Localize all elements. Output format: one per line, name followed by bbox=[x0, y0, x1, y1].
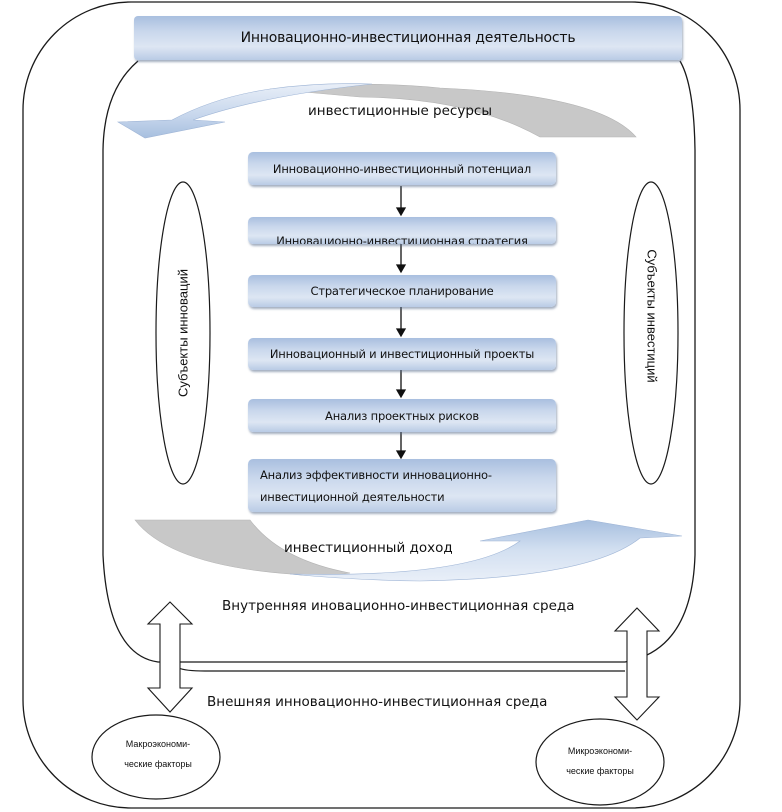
right-double-arrow bbox=[613, 607, 661, 721]
macro-factors-label: Макроэкономи- ческие факторы bbox=[100, 734, 216, 774]
investment-income-arrow-head bbox=[289, 519, 683, 582]
step-label: Инновационно-инвестиционная стратегия bbox=[276, 234, 528, 244]
macro-factors-line1: Макроэкономи- bbox=[125, 739, 191, 749]
micro-factors-ellipse bbox=[535, 718, 665, 806]
title-label: Инновационно-инвестиционная деятельность bbox=[240, 30, 576, 46]
step-label: Анализ проектных рисков bbox=[325, 408, 479, 423]
step-box-potential: Инновационно-инвестиционный потенциал bbox=[248, 152, 556, 185]
macro-factors-line2: ческие факторы bbox=[124, 759, 192, 769]
step-label: Стратегическое планирование bbox=[310, 284, 494, 298]
step-label: Инновационный и инвестиционный проекты bbox=[269, 347, 535, 361]
title-box: Инновационно-инвестиционная деятельность bbox=[134, 16, 682, 60]
step-label: Инновационно-инвестиционный потенциал bbox=[272, 161, 532, 176]
step-box-strategy: Инновационно-инвестиционная стратегия bbox=[248, 217, 556, 244]
step-box-projects: Инновационный и инвестиционный проекты bbox=[248, 338, 556, 370]
internal-environment-frame bbox=[102, 60, 696, 663]
step-label-line1: Анализ эффективности инновационно- bbox=[260, 467, 492, 482]
step-box-risk-analysis: Анализ проектных рисков bbox=[248, 399, 556, 432]
top-flow-label: инвестиционные ресурсы bbox=[308, 103, 492, 119]
investment-subjects-label: Субъекты инвестиций bbox=[644, 249, 660, 383]
macro-factors-ellipse bbox=[91, 714, 221, 800]
innovation-subjects-ellipse bbox=[155, 181, 211, 485]
innovation-subjects-label: Субъекты инноваций bbox=[175, 269, 191, 397]
investment-subjects-ellipse bbox=[623, 181, 679, 485]
internal-environment-label: Внутренняя иновационно-инвестиционная ср… bbox=[222, 598, 575, 614]
micro-factors-line2: ческие факторы bbox=[566, 766, 634, 776]
step-box-efficiency-analysis: Анализ эффективности инновационно- инвес… bbox=[248, 459, 556, 512]
micro-factors-label: Микроэкономи- ческие факторы bbox=[542, 741, 658, 781]
left-double-arrow bbox=[146, 601, 194, 713]
outer-environment-frame bbox=[22, 1, 741, 809]
step-box-planning: Стратегическое планирование bbox=[248, 275, 556, 307]
step-label-line2: инвестиционной деятельности bbox=[260, 489, 445, 504]
investment-resources-arrow-head bbox=[116, 83, 373, 139]
environment-boundary-line bbox=[178, 667, 625, 672]
bottom-flow-label: инвестиционный доход bbox=[284, 540, 453, 556]
step-connectors bbox=[395, 186, 407, 460]
external-environment-label: Внешняя инновационно-инвестиционная сред… bbox=[207, 694, 548, 710]
micro-factors-line1: Микроэкономи- bbox=[567, 746, 633, 756]
